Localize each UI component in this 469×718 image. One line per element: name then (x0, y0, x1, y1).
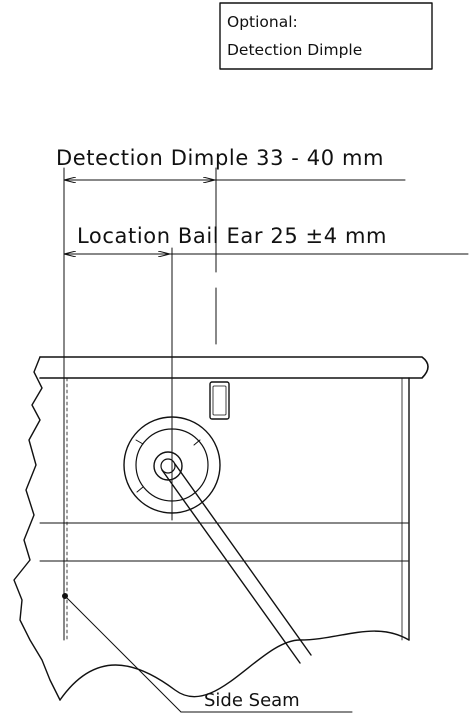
detection-dimple-inner (212, 385, 227, 416)
bail-handle-wire-edge-1 (161, 469, 301, 664)
side-seam-label: Side Seam (204, 690, 300, 711)
detection-dimple-dimension: Detection Dimple 33 - 40 mm (56, 146, 406, 180)
bail-ear-hub (153, 451, 183, 481)
note-box-frame (219, 2, 433, 70)
note-box-line2: Detection Dimple (227, 41, 362, 59)
note-box-line1: Optional: (227, 13, 298, 31)
side-seam-leader-line (64, 595, 182, 713)
bail-ear-ring-segment-1 (135, 439, 144, 445)
bail-ear-inner-ring (135, 428, 209, 502)
bail-ear (123, 416, 221, 514)
location-bail-ear-dimension: Location Bail Ear 25 ±4 mm (63, 224, 469, 254)
bail-ear-outer-ring (123, 416, 221, 514)
bail-handle-wire-edge-2 (174, 463, 312, 656)
optional-note-box: Optional: Detection Dimple (219, 2, 433, 70)
pail-left-break-edge (13, 356, 61, 701)
pail-body (13, 356, 429, 701)
bail-ear-ring-segment-2 (193, 439, 201, 446)
bail-ear-ring-segment-3 (136, 486, 144, 493)
pail-rim (39, 356, 429, 379)
side-seam-callout: Side Seam (62, 593, 353, 713)
pail-bottom-break-edge (59, 630, 410, 701)
detection-dimple-dimension-label: Detection Dimple 33 - 40 mm (56, 146, 384, 170)
bail-ear-pin (160, 458, 176, 474)
bail-handle-wire (161, 463, 312, 664)
detection-dimple-outline (209, 381, 230, 420)
location-bail-ear-dimension-label: Location Bail Ear 25 ±4 mm (77, 224, 387, 248)
detection-dimple (209, 381, 230, 420)
